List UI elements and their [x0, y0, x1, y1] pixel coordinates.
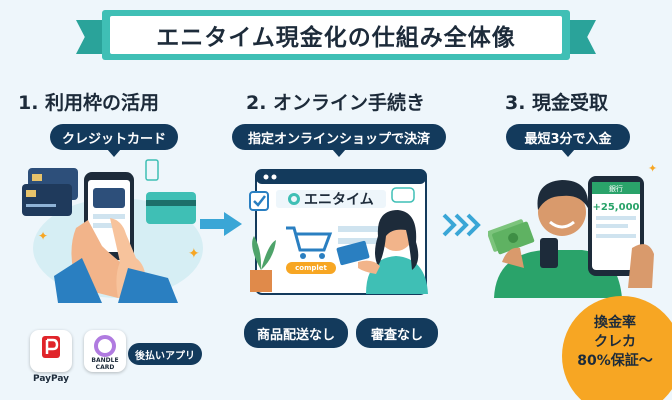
bandle-logo-icon [94, 335, 116, 357]
svg-text:✦: ✦ [38, 229, 48, 243]
badge-line-1: 換金率 [594, 315, 636, 331]
paypay-logo-icon [42, 336, 60, 358]
paypay-label: PayPay [32, 374, 70, 384]
exchange-rate-badge: 換金率 クレカ 80%保証～ [562, 296, 672, 400]
credit-card-icon [22, 168, 78, 216]
title-box: エニタイム現金化の仕組み全体像 [110, 16, 562, 54]
paypay-app-icon [30, 330, 72, 372]
svg-text:✦: ✦ [188, 246, 200, 262]
bandle-card-label: BANDLE CARD [91, 357, 119, 371]
brand-logo: エニタイム [288, 190, 388, 208]
step1-illustration: ✦ ✦ [22, 159, 203, 303]
page-title: エニタイム現金化の仕組み全体像 [156, 25, 516, 51]
step2-title: 2. オンライン手続き [246, 92, 426, 114]
step3-badge: 最短3分で入金 [506, 124, 630, 157]
complete-button[interactable]: complet [295, 264, 327, 272]
brand-name: エニタイム [304, 192, 374, 208]
bank-app-header: 銀行 [609, 185, 623, 193]
brand-icon [288, 193, 300, 205]
badge-line-3: 80%保証～ [577, 353, 653, 369]
deferred-payment-app-label: 後払いアプリ [128, 343, 202, 365]
step3-illustration: ✦ 銀行 +25,000 [488, 158, 664, 298]
chevrons-right-icon [442, 213, 481, 237]
svg-text:✦: ✦ [648, 162, 657, 175]
step1-badge: クレジットカード [50, 124, 178, 157]
tag-no-screening: 審査なし [356, 318, 438, 348]
step2-illustration: エニタイム complet [246, 166, 432, 296]
tag-no-shipping: 商品配送なし [244, 318, 348, 348]
ribbon-body: エニタイム現金化の仕組み全体像 [102, 10, 570, 60]
badge-line-2: クレカ [594, 334, 636, 350]
browser-window-illustration [249, 169, 428, 295]
title-ribbon: エニタイム現金化の仕組み全体像 [76, 10, 596, 68]
arrow-right-icon [200, 212, 242, 236]
step3-title: 3. 現金受取 [505, 92, 609, 114]
bandle-app-icon: BANDLE CARD [84, 330, 126, 372]
step2-badge: 指定オンラインショップで決済 [232, 124, 446, 157]
man-with-cash-illustration: ✦ [488, 162, 657, 298]
step1-title: 1. 利用枠の活用 [18, 92, 160, 114]
deposit-amount: +25,000 [592, 201, 640, 213]
